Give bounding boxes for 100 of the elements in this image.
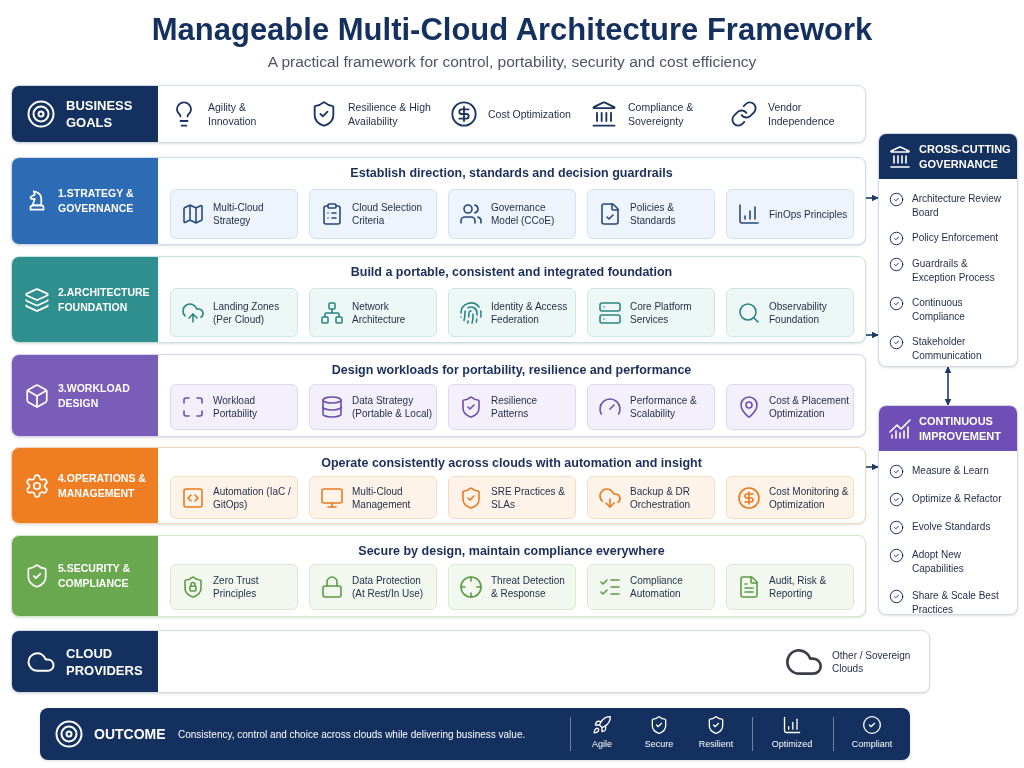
layer-title: 2.ARCHITECTURE FOUNDATION: [58, 284, 151, 315]
goal-label: Compliance & Sovereignty: [628, 100, 695, 128]
card-label: Zero Trust Principles: [213, 574, 260, 600]
layer-tagline: Design workloads for portability, resilience and performance: [331, 362, 692, 378]
checklist-item: Policy Enforcement: [912, 231, 999, 245]
band-title: OUTCOME: [94, 725, 166, 743]
band-title: CLOUD PROVIDERS: [66, 644, 144, 679]
outcome-label: Agile: [592, 739, 612, 750]
layer-title: 3.WORKLOAD DESIGN: [58, 380, 131, 411]
layer-band: [11, 354, 866, 437]
card-label: Cloud Selection Criteria: [352, 201, 424, 227]
capability-card: [587, 384, 715, 430]
providers-band: [11, 630, 930, 693]
capability-card: [448, 384, 576, 430]
arrow: [865, 331, 879, 339]
panel-title: CROSS-CUTTING GOVERNANCE: [919, 141, 1012, 172]
card-label: Performance & Scalability: [630, 394, 698, 420]
checklist-item: Guardrails & Exception Process: [912, 257, 996, 285]
capability-card: [587, 189, 715, 239]
card-label: Cost Monitoring & Optimization: [769, 484, 850, 511]
card-label: Data Strategy (Portable & Local): [352, 394, 434, 420]
outcome-label: Secure: [644, 739, 674, 750]
layer-tagline: Secure by design, maintain compliance everywhere: [358, 543, 665, 559]
panel-title: CONTINUOUS IMPROVEMENT: [919, 413, 1002, 444]
capability-card: [170, 384, 298, 430]
card-label: Multi-Cloud Strategy: [213, 201, 265, 227]
card-label: Identity & Access Federation: [491, 299, 569, 326]
provider-label: Other / Sovereign Clouds: [832, 648, 912, 675]
outcome-band: [40, 708, 910, 760]
card-label: Governance Model (CCoE): [491, 201, 556, 227]
checklist-item: Architecture Review Board: [912, 192, 1002, 220]
outcome-label: Compliant: [851, 739, 893, 750]
outcome-label: Optimized: [771, 739, 813, 750]
capability-card: [587, 288, 715, 337]
capability-card: [309, 384, 437, 430]
card-label: SRE Practices & SLAs: [491, 484, 566, 511]
layer-band: [11, 256, 866, 343]
goals-band: [11, 85, 866, 143]
card-label: Cost & Placement Optimization: [769, 394, 851, 420]
capability-card: [170, 476, 298, 519]
arrow: [944, 366, 952, 406]
checklist-item: Stakeholder Communication: [912, 335, 983, 363]
card-label: Workload Portability: [213, 394, 258, 420]
layer-band: [11, 157, 866, 245]
card-label: Automation (IaC / GitOps): [213, 484, 292, 511]
layer-title: 4.OPERATIONS & MANAGEMENT: [58, 470, 147, 501]
outcome-statement: Consistency, control and choice across clouds while delivering business value.: [178, 727, 526, 741]
capability-card: [170, 564, 298, 610]
capability-card: [170, 288, 298, 337]
capability-card: [448, 288, 576, 337]
capability-card: [448, 189, 576, 239]
capability-card: [587, 476, 715, 519]
card-label: Landing Zones (Per Cloud): [213, 299, 281, 326]
card-label: Core Platform Services: [630, 299, 693, 326]
card-label: Compliance Automation: [630, 574, 684, 600]
checklist-item: Share & Scale Best Practices: [912, 589, 1000, 614]
capability-card: [587, 564, 715, 610]
layer-tagline: Operate consistently across clouds with automation and insight: [321, 455, 702, 471]
arrow: [865, 463, 879, 471]
layer-title: 1.STRATEGY & GOVERNANCE: [58, 186, 135, 216]
arrow: [865, 194, 879, 202]
card-label: Audit, Risk & Reporting: [769, 574, 828, 600]
card-label: Multi-Cloud Management: [352, 484, 412, 511]
checklist-item: Adopt New Capabilities: [912, 548, 965, 576]
capability-card: [448, 476, 576, 519]
band-title: BUSINESS GOALS: [66, 97, 134, 131]
layer-band: [11, 447, 866, 524]
layer-tagline: Establish direction, standards and decision guardrails: [350, 165, 673, 181]
card-label: Network Architecture: [352, 299, 407, 326]
goal-label: Cost Optimization: [488, 107, 571, 121]
capability-card: [726, 384, 854, 430]
page-title: Manageable Multi-Cloud Architecture Framework: [151, 11, 873, 49]
capability-card: [309, 476, 437, 519]
goal-label: Agility & Innovation: [208, 100, 258, 128]
card-label: Observability Foundation: [769, 299, 828, 326]
checklist-item: Evolve Standards: [912, 520, 991, 534]
layer-title: 5.SECURITY & COMPLIANCE: [58, 561, 132, 591]
capability-card: [309, 564, 437, 610]
capability-card: [726, 189, 854, 239]
side-panel: [878, 405, 1018, 615]
capability-card: [726, 476, 854, 519]
capability-card: [309, 189, 437, 239]
outcome-label: Resilient: [698, 739, 734, 750]
card-label: Data Protection (At Rest/In Use): [352, 574, 425, 600]
side-panel: [878, 133, 1018, 367]
card-label: Backup & DR Orchestration: [630, 484, 692, 511]
goal-label: Vendor Independence: [768, 100, 836, 128]
card-label: Threat Detection & Response: [491, 574, 566, 600]
card-label: FinOps Principles: [769, 207, 848, 221]
capability-card: [448, 564, 576, 610]
checklist-item: Measure & Learn: [912, 464, 989, 478]
goal-label: Resilience & High Availability: [348, 100, 432, 128]
capability-card: [170, 189, 298, 239]
capability-card: [309, 288, 437, 337]
checklist-item: Continuous Compliance: [912, 296, 966, 324]
capability-card: [726, 288, 854, 337]
card-label: Policies & Standards: [630, 201, 677, 227]
capability-card: [726, 564, 854, 610]
layer-band: [11, 535, 866, 617]
checklist-item: Optimize & Refactor: [912, 492, 1002, 506]
